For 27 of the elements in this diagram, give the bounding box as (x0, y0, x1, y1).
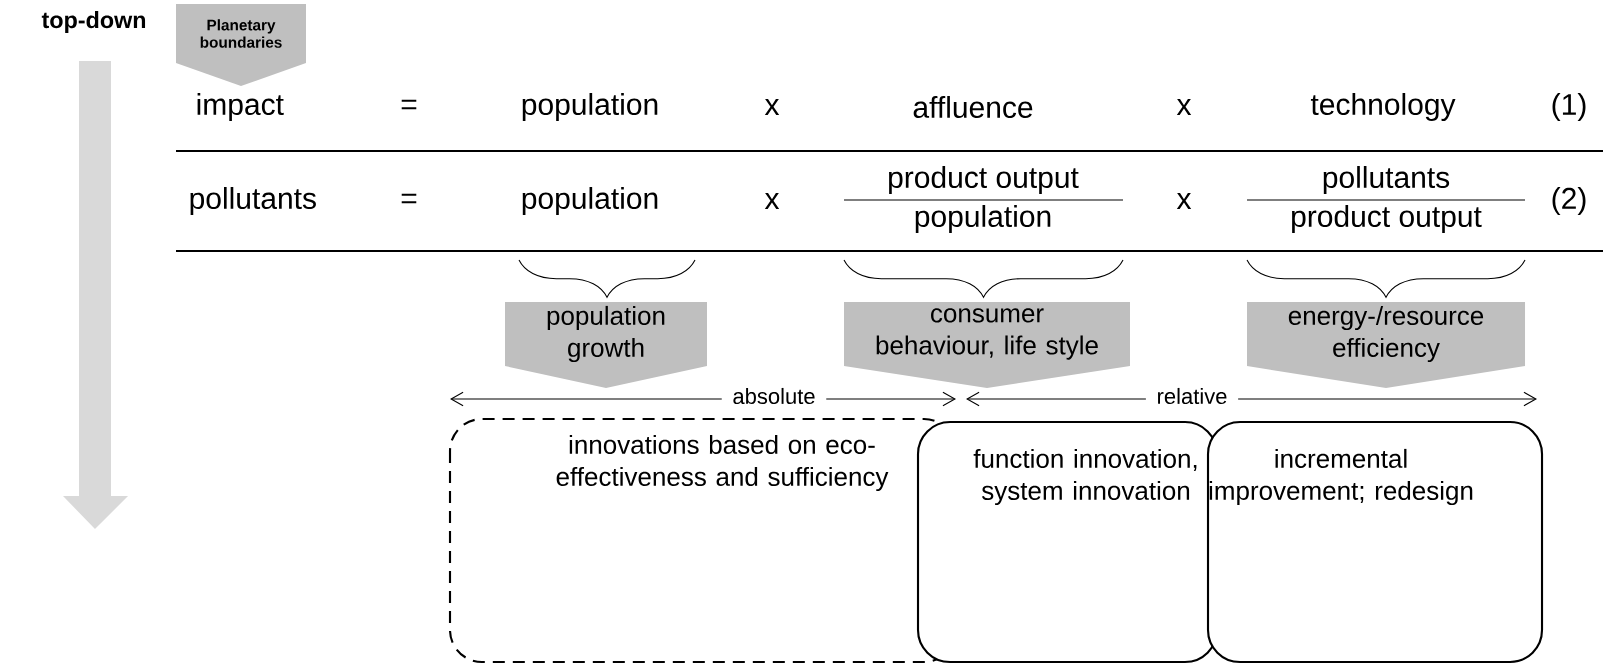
equation-term: pollutants (190, 187, 316, 215)
equals-sign: = (401, 193, 417, 204)
numerator: product output (889, 166, 1079, 194)
numerator: pollutants (1323, 166, 1450, 194)
times-sign: x (1176, 99, 1192, 115)
times-sign: x (1176, 193, 1192, 209)
denominator: product output (1292, 205, 1482, 233)
equation-number: (1) (1552, 93, 1586, 121)
times-sign: x (764, 99, 780, 115)
equation-term: population (522, 93, 658, 121)
node-label: function innovation, system innovation (973, 448, 1197, 506)
times-sign: x (764, 193, 780, 209)
rounded-box: innovations based on eco-effectiveness and sufficiency (448, 417, 958, 664)
equation-term: population (522, 187, 658, 215)
equation-term: technology (1310, 93, 1456, 121)
equals-sign: = (401, 99, 417, 110)
equation-number: (2) (1552, 187, 1586, 215)
arrow-box: population growth (505, 302, 707, 388)
heading: top-down (41, 11, 146, 33)
arrow-box: consumer behaviour, life style (844, 302, 1130, 388)
equation-term: affluence (913, 96, 1033, 118)
dimension-label: absolute (721, 386, 827, 406)
arrow-box: energy-/resource efficiency (1247, 302, 1525, 388)
denominator: population (915, 205, 1051, 233)
arrow-box: Planetary boundaries (176, 4, 306, 86)
rounded-box: incremental improvement; redesign (1206, 420, 1544, 664)
dimension-label: relative (1145, 386, 1239, 406)
